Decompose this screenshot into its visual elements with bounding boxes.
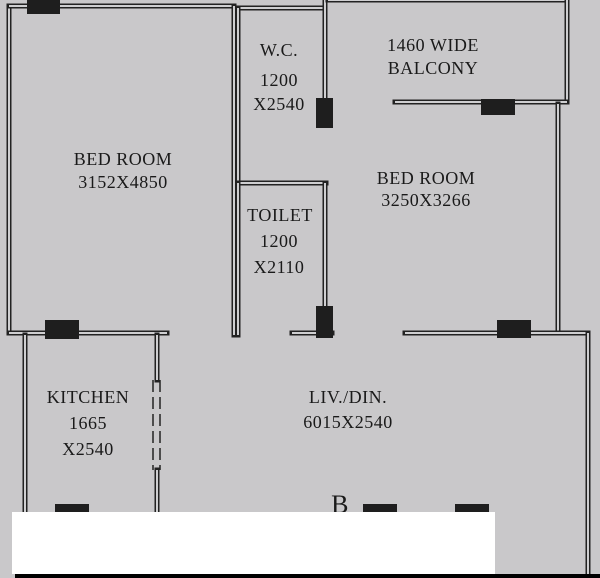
room-width: 1200 <box>260 231 298 251</box>
room-name: BED ROOM <box>377 168 476 188</box>
room-length: X2110 <box>254 257 305 277</box>
room-width: 1665 <box>69 413 107 433</box>
room-size: 3152X4850 <box>78 172 168 192</box>
bottom-edge <box>15 574 600 578</box>
room-size: 6015X2540 <box>303 412 393 432</box>
room-balcony: 1460 WIDE BALCONY <box>387 35 479 78</box>
room-bedroom-1: BED ROOM 3152X4850 <box>74 149 173 192</box>
room-width: 1200 <box>260 70 298 90</box>
room-kitchen: KITCHEN 1665 X2540 <box>47 387 130 459</box>
room-bedroom-2: BED ROOM 3250X3266 <box>377 168 476 210</box>
walls <box>6 0 591 578</box>
room-name: 1460 WIDE <box>387 35 479 55</box>
section-marker: B <box>331 490 349 519</box>
room-size: 3250X3266 <box>381 190 471 210</box>
room-length: X2540 <box>253 94 305 114</box>
door-marker <box>481 99 515 115</box>
room-wc: W.C. 1200 X2540 <box>253 40 305 114</box>
room-name: TOILET <box>247 205 313 225</box>
room-name: W.C. <box>260 40 298 60</box>
door-marker <box>497 320 531 338</box>
room-toilet: TOILET 1200 X2110 <box>247 205 313 277</box>
door-marker <box>27 0 60 14</box>
room-length: X2540 <box>62 439 114 459</box>
room-sub: BALCONY <box>388 58 479 78</box>
room-name: BED ROOM <box>74 149 173 169</box>
room-name: LIV./DIN. <box>309 387 387 407</box>
redaction-overlay <box>12 512 495 574</box>
door-marker <box>45 320 79 339</box>
door-marker <box>316 98 333 128</box>
room-name: KITCHEN <box>47 387 130 407</box>
room-living-dining: LIV./DIN. 6015X2540 <box>303 387 393 432</box>
door-marker <box>316 306 333 338</box>
